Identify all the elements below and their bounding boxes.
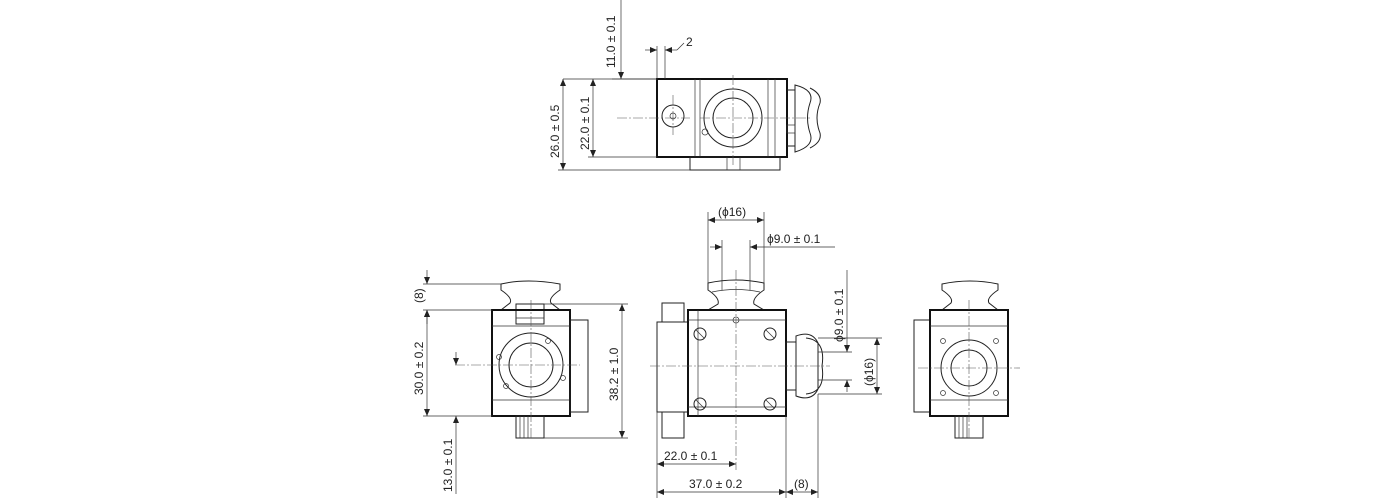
- front-knob-inner-dia-label: ϕ9.0 ± 0.1: [767, 232, 821, 246]
- left-knob-height-label: (8): [412, 288, 426, 303]
- left-overall-height-label: 38.2 ± 1.0: [607, 347, 621, 401]
- left-side-view: [455, 280, 589, 440]
- top-view: [617, 75, 821, 171]
- front-center-width-label: 22.0 ± 0.1: [664, 449, 718, 463]
- top-center-height-label: 22.0 ± 0.1: [578, 96, 592, 150]
- front-view: [650, 270, 830, 470]
- front-knob-outer-dia-label: (ϕ16): [718, 205, 746, 219]
- top-height-offset-label: 11.0 ± 0.1: [604, 15, 618, 68]
- right-knob-outer-dia-label: (ϕ16): [862, 358, 876, 386]
- left-body-height-label: 30.0 ± 0.2: [412, 341, 426, 395]
- left-view-dimensions: (8) 30.0 ± 0.2 13.0 ± 0.1 38.2 ± 1.0: [412, 270, 628, 494]
- right-knob-inner-dia-label: ϕ9.0 ± 0.1: [832, 288, 846, 342]
- left-center-offset-label: 13.0 ± 0.1: [441, 438, 455, 492]
- top-overall-height-label: 26.0 ± 0.5: [548, 104, 562, 158]
- top-small-gap-label: 2: [686, 35, 693, 49]
- front-knob-width-label: (8): [794, 477, 809, 491]
- front-body-width-label: 37.0 ± 0.2: [689, 477, 743, 491]
- top-view-dimensions: 11.0 ± 0.1 2 22.0 ± 0.1 26.0 ± 0.5: [548, 0, 693, 171]
- right-side-view: [913, 280, 1020, 440]
- front-view-dimensions: (ϕ16) ϕ9.0 ± 0.1 ϕ9.0 ± 0.1 (ϕ16) 22.0 ±…: [656, 205, 882, 498]
